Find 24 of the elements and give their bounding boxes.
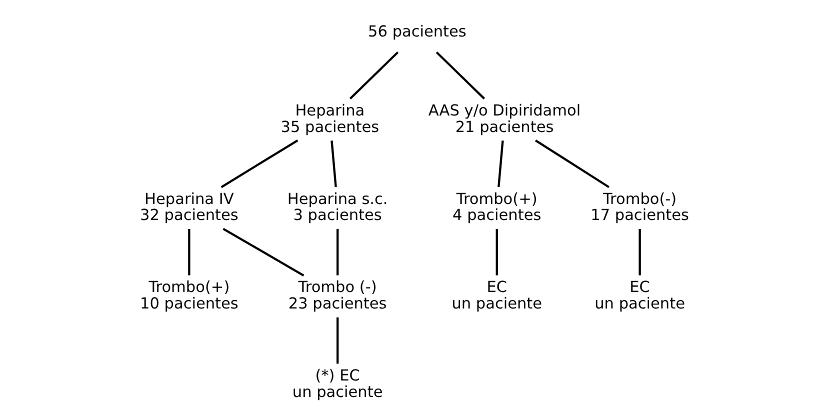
node-text: 56 pacientes xyxy=(368,22,466,40)
node-text: Trombo(+) 4 pacientes xyxy=(452,190,541,224)
node-text: EC un paciente xyxy=(451,278,542,313)
connector xyxy=(348,51,398,100)
node-text: EC un paciente xyxy=(594,278,684,313)
connector xyxy=(638,229,640,276)
node-text: Heparina 35 pacientes xyxy=(280,101,379,136)
connector xyxy=(188,229,190,276)
connector xyxy=(497,140,504,188)
node-text: AAS y/o Dipiridamol 21 pacientes xyxy=(428,101,580,136)
node-text: (*) EC un paciente xyxy=(292,366,382,401)
connector xyxy=(495,229,498,276)
connector xyxy=(222,228,304,276)
connector xyxy=(220,139,298,188)
connector xyxy=(534,139,609,188)
node-text: Trombo(-) 17 pacientes xyxy=(590,190,688,224)
connector xyxy=(336,317,338,364)
node-text: Trombo (-) 23 pacientes xyxy=(288,278,386,313)
connector xyxy=(330,140,336,188)
node-text: Heparina IV 32 pacientes xyxy=(140,190,238,224)
connector xyxy=(336,229,338,276)
node-text: Trombo(+) 10 pacientes xyxy=(140,278,238,313)
node-text: Heparina s.c. 3 pacientes xyxy=(286,190,388,224)
connector xyxy=(435,51,485,100)
